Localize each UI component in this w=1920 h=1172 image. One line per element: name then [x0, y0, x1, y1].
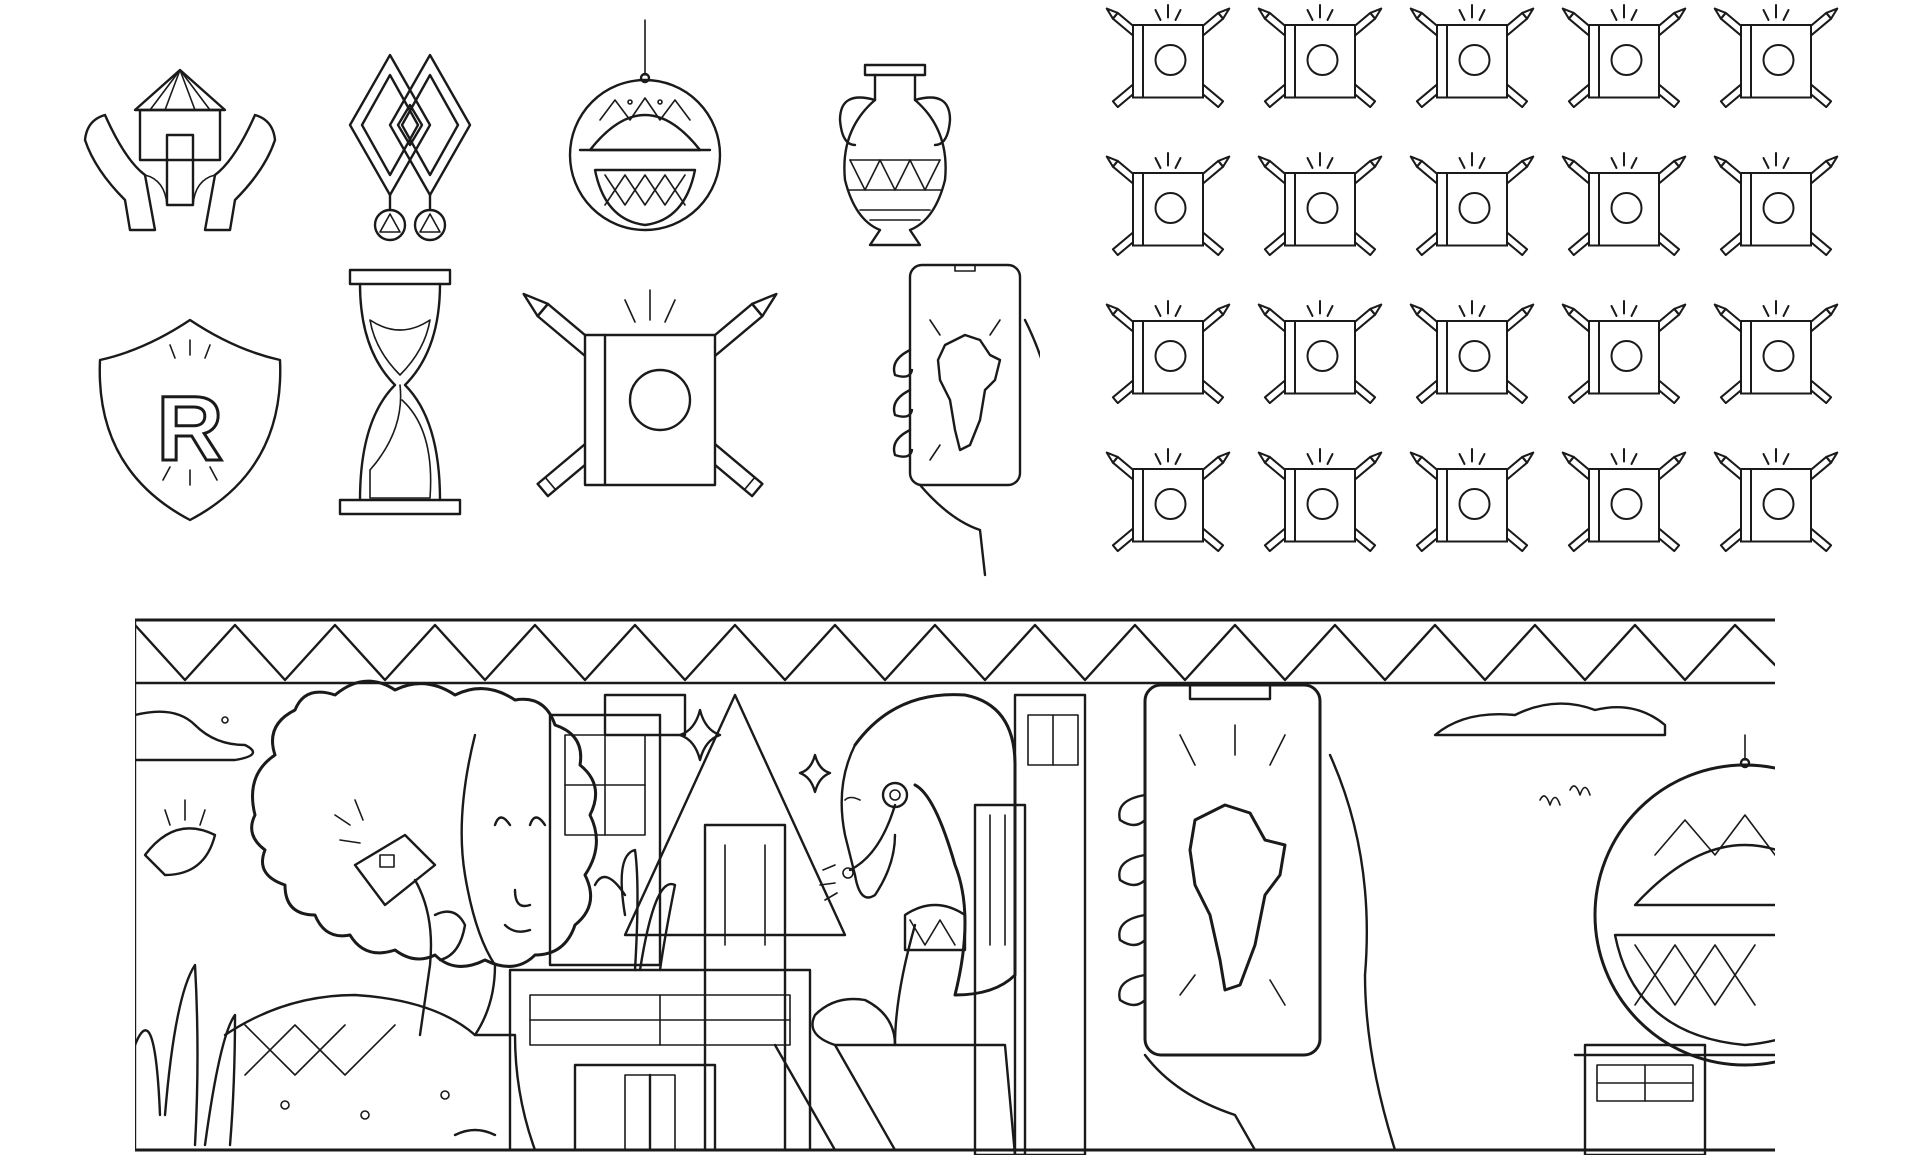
hill-left [135, 710, 255, 762]
pattern-motif-book-icon [1559, 4, 1689, 109]
background-building [973, 693, 1087, 1155]
zigzag-border [135, 623, 1775, 682]
pattern-motif-book-icon [1255, 448, 1385, 553]
pattern-motif-book-icon [1559, 152, 1689, 257]
pattern-motif-book-icon [1103, 448, 1233, 553]
icon-sheet: R [40, 0, 1040, 650]
hands-holding-house-icon [83, 68, 277, 232]
vase-icon [838, 63, 952, 247]
pattern-motif-book-icon [1103, 152, 1233, 257]
pattern-motif-book-icon [1711, 4, 1841, 109]
pattern-tile [1090, 0, 1850, 590]
pattern-motif-book-icon [1559, 448, 1689, 553]
hanging-ornament-icon [568, 19, 722, 232]
book-crossed-pencils-icon [522, 289, 778, 498]
shield-letter-icon: R [98, 318, 282, 522]
woman-with-headset [773, 693, 1017, 1155]
pattern-motif-book-icon [1407, 4, 1537, 109]
hill-right [1433, 702, 1667, 737]
pattern-motif-book-icon [1407, 448, 1537, 553]
buildings [508, 693, 847, 1152]
pattern-motif-book-icon [1255, 152, 1385, 257]
diamond-earrings-icon [348, 53, 472, 242]
hanging-ornament [1593, 734, 1775, 1067]
hand-holding-phone-africa [1118, 683, 1397, 1152]
shield-letter: R [157, 378, 223, 480]
pattern-motif-book-icon [1711, 152, 1841, 257]
hourglass-icon [338, 268, 462, 516]
pattern-motif-book-icon [1711, 300, 1841, 405]
small-building [1573, 1043, 1775, 1155]
banner-illustration [135, 615, 1775, 1155]
pattern-grid [1103, 4, 1841, 553]
pattern-motif-book-icon [1103, 4, 1233, 109]
pattern-motif-book-icon [1407, 300, 1537, 405]
curly-haired-woman-with-card [223, 679, 598, 1152]
pattern-motif-book-icon [1255, 300, 1385, 405]
pattern-motif-book-icon [1559, 300, 1689, 405]
hand-holding-phone-africa-icon [892, 263, 1040, 577]
plants-left [135, 963, 237, 1147]
sparkles [678, 708, 832, 794]
pattern-motif-book-icon [1255, 4, 1385, 109]
pattern-motif-book-icon [1103, 300, 1233, 405]
pattern-motif-book-icon [1407, 152, 1537, 257]
pattern-motif-book-icon [1711, 448, 1841, 553]
